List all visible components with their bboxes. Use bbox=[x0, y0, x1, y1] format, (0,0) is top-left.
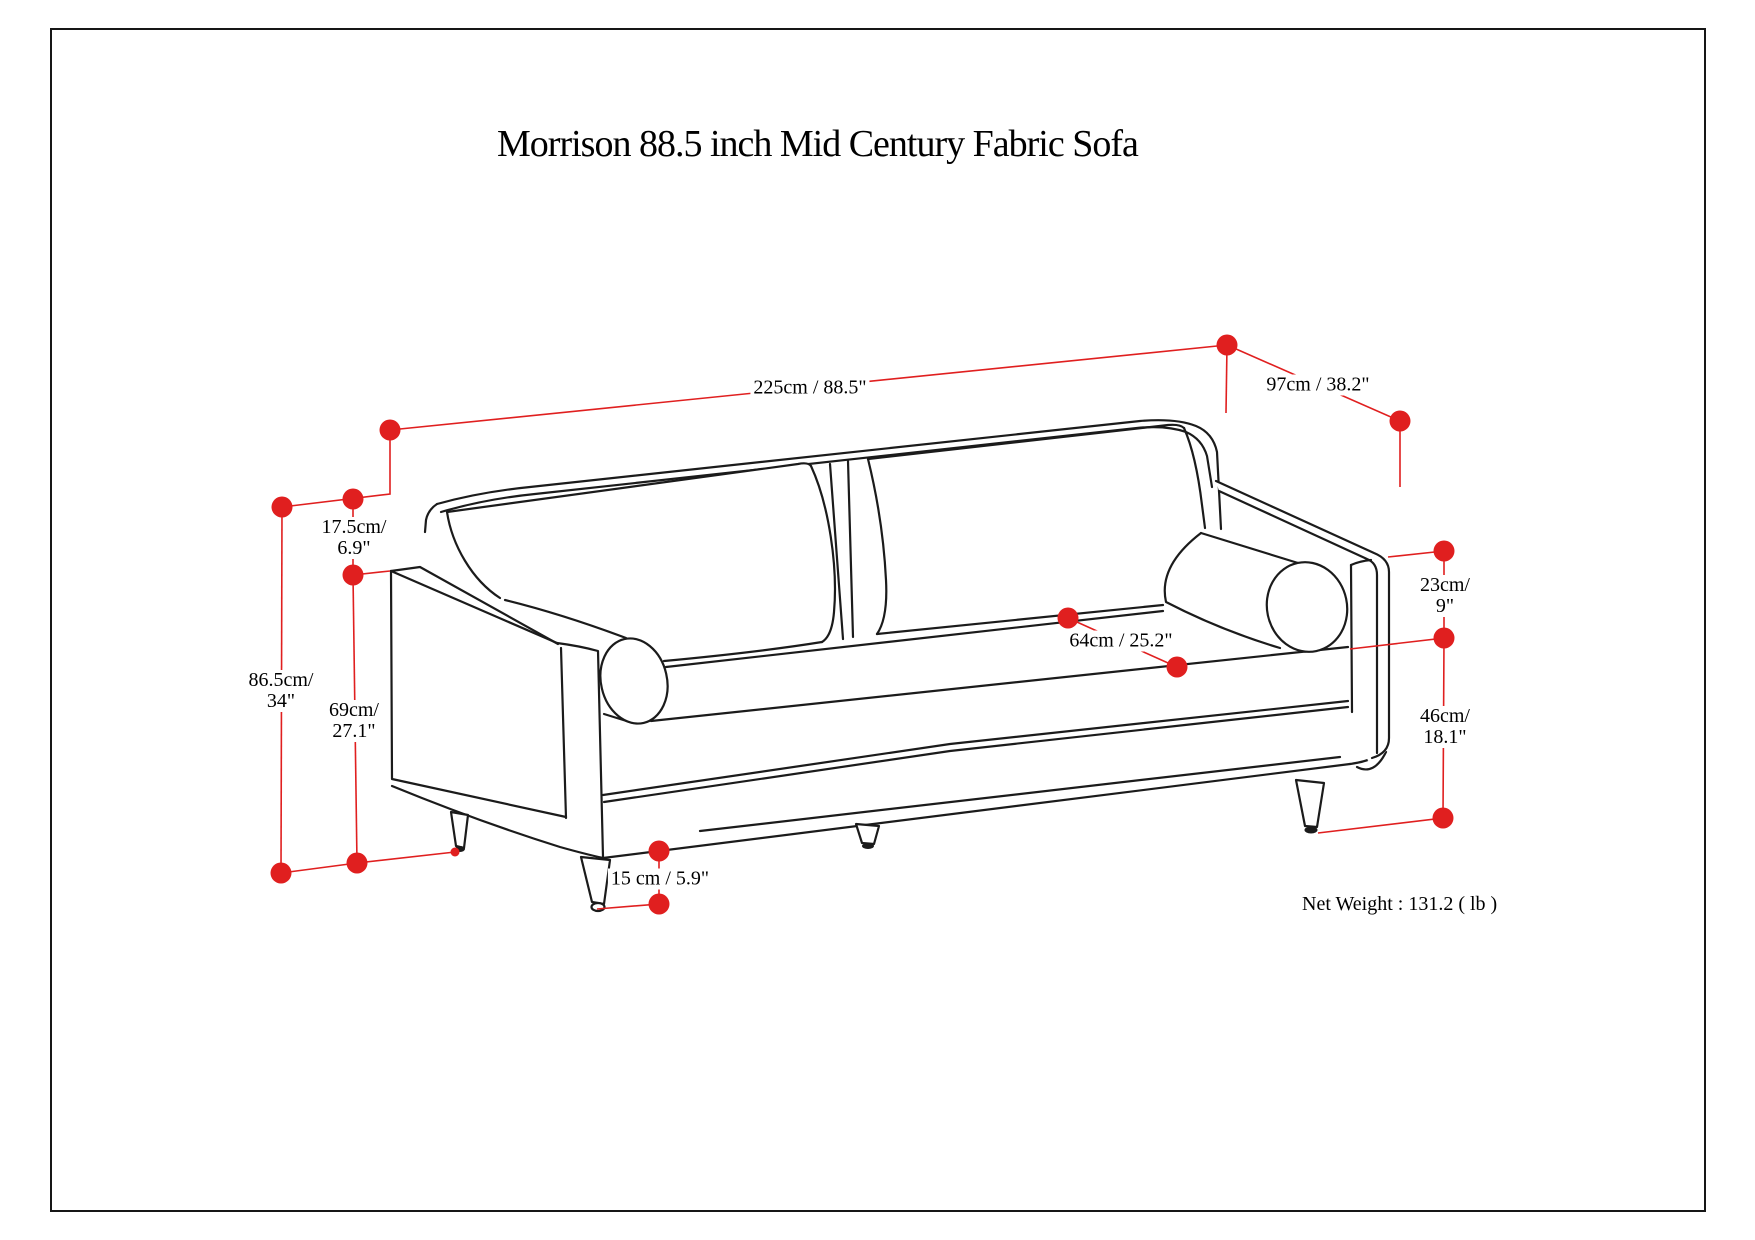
sofa-outline bbox=[389, 419, 1391, 913]
dim-seat-depth: 64cm / 25.2" bbox=[1066, 630, 1176, 652]
net-weight-label: Net Weight : 131.2 ( lb ) bbox=[1302, 893, 1498, 915]
dim-arm-height: 69cm/27.1" bbox=[326, 700, 382, 742]
dim-seat-cushion-thickness: 23cm/9" bbox=[1417, 575, 1473, 617]
page-title: Morrison 88.5 inch Mid Century Fabric So… bbox=[497, 123, 1139, 165]
dim-back-cushion-height: 17.5cm/6.9" bbox=[318, 517, 390, 559]
dimension-dots bbox=[270, 334, 1455, 915]
dim-overall-width: 225cm / 88.5" bbox=[750, 377, 870, 399]
dim-overall-depth: 97cm / 38.2" bbox=[1263, 374, 1373, 396]
dim-leg-height: 15 cm / 5.9" bbox=[607, 868, 713, 890]
dim-seat-height: 46cm/18.1" bbox=[1417, 706, 1473, 748]
page-border bbox=[50, 28, 1706, 1212]
dim-overall-height: 86.5cm/34" bbox=[245, 670, 317, 712]
